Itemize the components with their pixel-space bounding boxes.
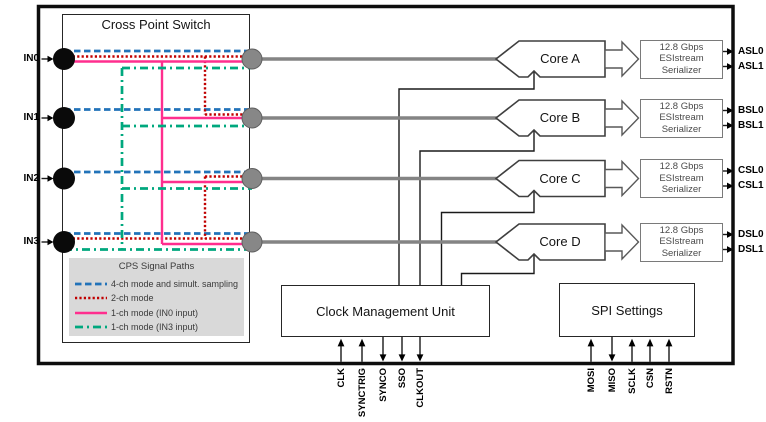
serializer-line: Serializer [661, 184, 702, 196]
legend-swatch-blue-dashed [75, 282, 107, 285]
serial-output-arrows [723, 48, 734, 253]
cps-output-nodes [241, 48, 263, 253]
serializer-box-c: 12.8 Gbps ESIstream Serializer [640, 159, 723, 198]
pin-label-mosi: MOSI [585, 368, 597, 393]
pin-label-synco: SYNCO [377, 368, 389, 402]
clock-management-unit-box [281, 285, 490, 337]
core-b-shape [494, 99, 606, 137]
pin-label-synctrig: SYNCTRIG [356, 368, 368, 418]
chip-outline [36, 4, 735, 366]
block-arrow-a [604, 40, 640, 78]
signal-path-1ch-in0 [64, 60, 252, 246]
serializer-line: ESIstream [659, 53, 704, 65]
serializer-line: ESIstream [659, 236, 704, 248]
input-label-in1: IN1 [23, 112, 39, 123]
signal-path-2ch [64, 55, 252, 240]
serializer-line: 12.8 Gbps [659, 100, 704, 112]
signal-path-1ch-in3 [64, 66, 252, 251]
legend-item-1ch-in3: 1-ch mode (IN3 input) [75, 321, 198, 334]
core-a-label: Core A [540, 51, 580, 66]
input-label-in2: IN2 [23, 172, 39, 184]
serializer-box-a: 12.8 Gbps ESIstream Serializer [640, 39, 723, 79]
output-label-bsl1: BSL1 [738, 119, 764, 131]
core-c-label: Core C [539, 170, 581, 186]
legend-item-1ch-in0: 1-ch mode (IN0 input) [75, 306, 198, 319]
block-arrow-d [604, 223, 640, 261]
output-label-bsl0: BSL0 [738, 104, 764, 116]
core-a-shape [494, 40, 606, 78]
pin-label-rstn: RSTN [663, 368, 675, 394]
serializer-line: 12.8 Gbps [659, 161, 704, 173]
legend-title: CPS Signal Paths [118, 261, 195, 272]
spi-settings-box [559, 283, 695, 337]
block-arrow-c [604, 159, 640, 198]
pin-label-clk: CLK [335, 368, 347, 388]
serializer-box-b: 12.8 Gbps ESIstream Serializer [640, 98, 723, 138]
clock-wire-core-d [460, 255, 535, 285]
serializer-line: ESIstream [659, 172, 704, 184]
serializer-line: Serializer [661, 64, 702, 76]
serializer-line: Serializer [661, 123, 702, 135]
output-label-csl0: CSL0 [738, 165, 764, 176]
core-d-shape [494, 223, 606, 261]
clock-wire-core-c [440, 191, 535, 285]
signal-path-4ch [64, 49, 252, 235]
input-label-in3: IN3 [23, 236, 39, 247]
cps-legend: CPS Signal Paths 4-ch mode and simult. s… [69, 258, 244, 336]
output-label-dsl0: DSL0 [738, 228, 764, 240]
legend-label: 2-ch mode [111, 293, 154, 303]
pin-label-csn: CSN [644, 368, 656, 389]
serializer-line: 12.8 Gbps [659, 224, 704, 236]
output-label-asl0: ASL0 [738, 45, 764, 57]
input-nodes [53, 48, 75, 253]
pin-label-sso: SSO [396, 368, 408, 389]
serializer-line: ESIstream [659, 112, 704, 124]
output-label-asl1: ASL1 [738, 60, 764, 72]
legend-item-2ch: 2-ch mode [75, 292, 154, 305]
spi-title: SPI Settings [591, 302, 663, 318]
pin-label-clkout: CLKOUT [414, 368, 426, 408]
legend-item-4ch: 4-ch mode and simult. sampling [75, 277, 238, 290]
serializer-line: 12.8 Gbps [659, 41, 704, 53]
spi-pin-lines [587, 337, 673, 362]
block-arrow-b [604, 99, 640, 137]
output-label-csl1: CSL1 [738, 180, 764, 191]
serializer-box-d: 12.8 Gbps ESIstream Serializer [640, 222, 723, 262]
core-d-label: Core D [539, 234, 581, 249]
cmu-title: Clock Management Unit [316, 303, 455, 319]
pin-label-sclk: SCLK [626, 368, 638, 394]
input-arrows [41, 55, 54, 246]
legend-swatch-pink-solid [75, 311, 107, 314]
clock-wire-core-b [419, 131, 535, 285]
output-label-dsl1: DSL1 [738, 243, 764, 255]
cmu-pin-lines [337, 337, 424, 362]
pin-label-miso: MISO [606, 368, 618, 393]
legend-label: 4-ch mode and simult. sampling [111, 278, 239, 289]
legend-swatch-red-dotted [75, 296, 107, 300]
cps-title: Cross Point Switch [101, 17, 211, 32]
serializer-line: Serializer [661, 247, 702, 259]
input-label-in0: IN0 [23, 53, 39, 64]
core-c-shape [494, 159, 606, 198]
legend-label: 1-ch mode (IN0 input) [111, 307, 199, 318]
legend-label: 1-ch mode (IN3 input) [111, 322, 199, 332]
core-b-label: Core B [539, 110, 581, 125]
clock-wire-core-a [398, 72, 535, 285]
legend-swatch-green-dashdot [75, 325, 107, 329]
